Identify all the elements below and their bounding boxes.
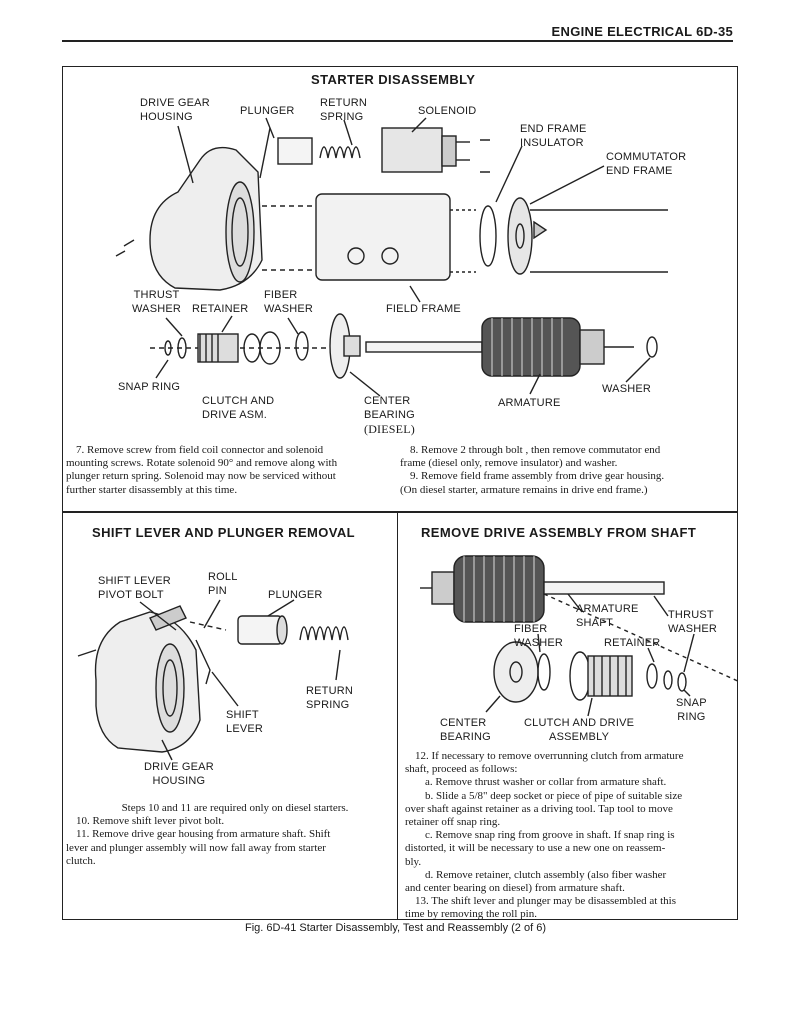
starter-disassembly-panel: [62, 66, 738, 512]
drive-assembly-panel: [397, 512, 738, 920]
header-rule: [62, 40, 733, 42]
figure-caption: Fig. 6D-41 Starter Disassembly, Test and…: [245, 922, 546, 934]
label-solenoid: SOLENOID: [418, 105, 477, 117]
shift-lever-title: SHIFT LEVER AND PLUNGER REMOVAL: [92, 525, 356, 540]
label-retainer-2: RETAINER: [604, 637, 661, 649]
label-plunger-2: PLUNGER: [268, 589, 323, 601]
label-plunger: PLUNGER: [240, 105, 295, 117]
drive-assembly-title: REMOVE DRIVE ASSEMBLY FROM SHAFT: [421, 525, 697, 540]
page-header: ENGINE ELECTRICAL 6D-35: [551, 24, 733, 39]
label-armature: ARMATURE: [498, 397, 561, 409]
steps-7: 7. Remove screw from field coil connecto…: [66, 444, 338, 496]
label-washer: WASHER: [602, 383, 652, 395]
steps-12-13: 12. If necessary to remove overrunning c…: [405, 750, 684, 921]
label-snap-ring: SNAP RING: [118, 381, 181, 393]
steps-10-11: Steps 10 and 11 are required only on die…: [66, 802, 349, 867]
starter-disassembly-title: STARTER DISASSEMBLY: [311, 72, 476, 87]
label-field-frame: FIELD FRAME: [386, 303, 461, 315]
label-retainer: RETAINER: [192, 303, 249, 315]
steps-8-9: 8. Remove 2 through bolt , then remove c…: [400, 444, 665, 496]
